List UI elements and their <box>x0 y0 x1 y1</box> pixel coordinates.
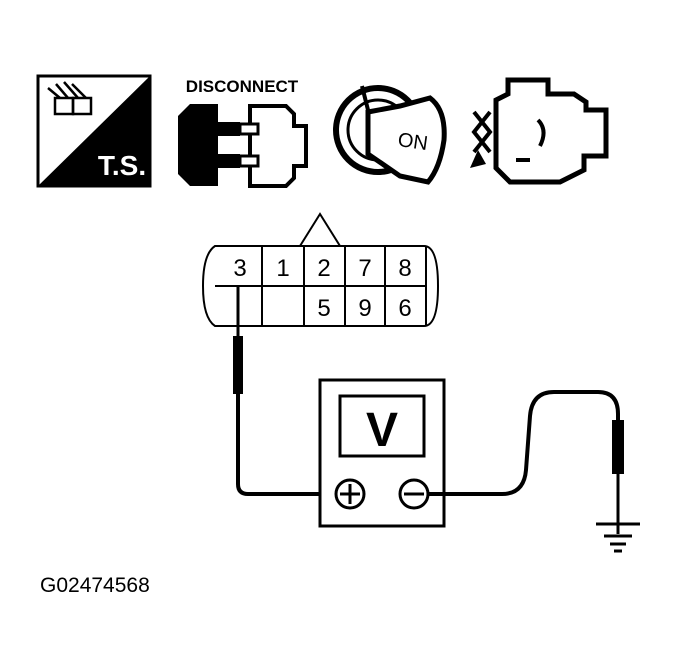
connector-face: 3 1 2 7 8 5 9 6 <box>201 212 440 327</box>
pin-top-1: 3 <box>233 255 246 282</box>
disconnect-label: DISCONNECT <box>186 77 299 96</box>
ts-icon: T.S. <box>36 74 152 188</box>
negative-probe-lead <box>428 390 624 524</box>
pin-top-5: 8 <box>398 255 411 282</box>
voltmeter-symbol: V <box>366 404 398 457</box>
pin-top-2: 1 <box>276 255 289 282</box>
positive-probe-lead <box>233 286 338 496</box>
ignition-key-icon: ON <box>333 85 447 185</box>
positive-terminal-icon <box>334 478 366 510</box>
ignition-on-label: ON <box>396 129 429 155</box>
disconnect-icon: DISCONNECT <box>178 77 308 188</box>
figure-id: G02474568 <box>40 574 150 597</box>
ts-label: T.S. <box>98 150 146 181</box>
pin-bottom-4: 9 <box>358 295 371 322</box>
engine-icon <box>470 77 609 185</box>
negative-terminal-icon <box>398 478 430 510</box>
pin-bottom-5: 6 <box>398 295 411 322</box>
pin-top-3: 2 <box>317 255 330 282</box>
ground-icon <box>596 522 640 553</box>
pin-top-4: 7 <box>358 255 371 282</box>
voltmeter: V <box>318 378 446 528</box>
pin-bottom-3: 5 <box>317 295 330 322</box>
